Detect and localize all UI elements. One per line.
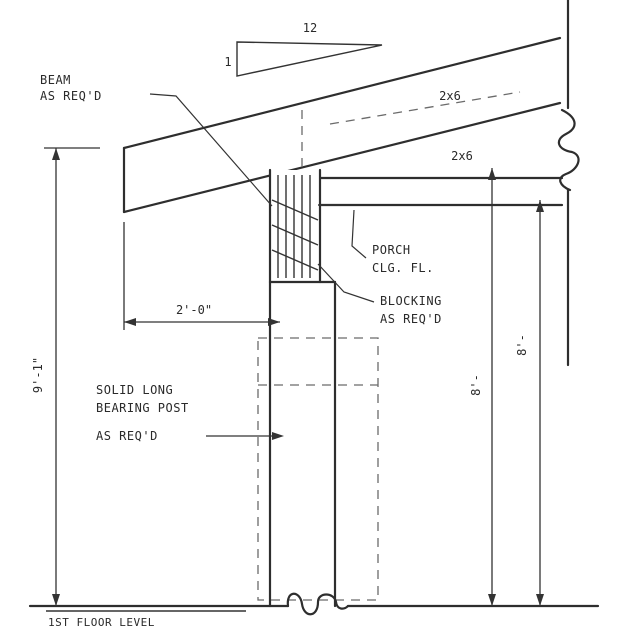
rafter-upper-size: 2x6 [439, 89, 461, 103]
floor-level-label: 1ST FLOOR LEVEL [48, 616, 155, 629]
overhang-value: 2'-0" [176, 303, 212, 317]
left-dim-arrow-top [52, 148, 60, 160]
post-label-line3: AS REQ'D [96, 429, 158, 443]
slope-run-label: 12 [303, 21, 317, 35]
blocking-label-line1: BLOCKING [380, 294, 442, 308]
blocking-callout: BLOCKING AS REQ'D [317, 263, 442, 326]
blocking-cross-2 [271, 224, 319, 246]
left-height-dimension: 9'-1" [31, 147, 100, 606]
slope-rise-label: 1 [224, 55, 231, 69]
slope-triangle [236, 41, 383, 77]
beam-leader [149, 93, 273, 207]
rafter-lower-size: 2x6 [451, 149, 473, 163]
house-wall [557, 0, 580, 367]
rafter-top-edge [122, 36, 562, 150]
post-hidden-outline [257, 337, 379, 601]
overhang-arrow-right [268, 318, 280, 326]
mid-height-value: 8'- [469, 374, 483, 396]
right-height-dimensions: 8'- 8'- [469, 168, 544, 606]
rafter-bottom-edge [122, 101, 562, 214]
beam-blocking [268, 168, 340, 284]
mid-dim-arrow-top [488, 168, 496, 180]
post-callout: SOLID LONG BEARING POST AS REQ'D [96, 383, 284, 443]
blocking-leader [317, 263, 375, 303]
blocking-cross-1 [271, 199, 319, 221]
post-label-line1: SOLID LONG [96, 383, 173, 397]
mid-dim-arrow-bottom [488, 594, 496, 606]
rafter-body [124, 38, 560, 212]
rafter-hidden-line [329, 91, 521, 125]
beam-label-line1: BEAM [40, 73, 71, 87]
post-label-line2: BEARING POST [96, 401, 189, 415]
overhang-arrow-left [124, 318, 136, 326]
left-height-value: 9'-1" [31, 357, 45, 393]
left-dim-arrow-bottom [52, 594, 60, 606]
porch-label-line1: PORCH [372, 243, 411, 257]
overhang-dimension: 2'-0" [123, 222, 280, 330]
right-dim-arrow-bottom [536, 594, 544, 606]
floor-break-symbol [286, 592, 350, 616]
ceiling-joist: 2x6 [316, 149, 564, 207]
floor-level: 1ST FLOOR LEVEL [28, 592, 600, 629]
beam-label-line2: AS REQ'D [40, 89, 102, 103]
porch-label-line2: CLG. FL. [372, 261, 434, 275]
blocking-label-line2: AS REQ'D [380, 312, 442, 326]
beam-callout: BEAM AS REQ'D [40, 73, 273, 207]
slope-indicator: 12 1 [224, 21, 383, 77]
blocking-cross-3 [271, 249, 319, 271]
post-leader-arrow [272, 432, 284, 440]
rafter: 2x6 [122, 36, 562, 214]
porch-ceiling-callout: PORCH CLG. FL. [351, 209, 434, 275]
right-dim-arrow-top [536, 200, 544, 212]
bearing-post [257, 110, 379, 608]
porch-leader [351, 209, 367, 259]
right-height-value: 8'- [515, 334, 529, 356]
